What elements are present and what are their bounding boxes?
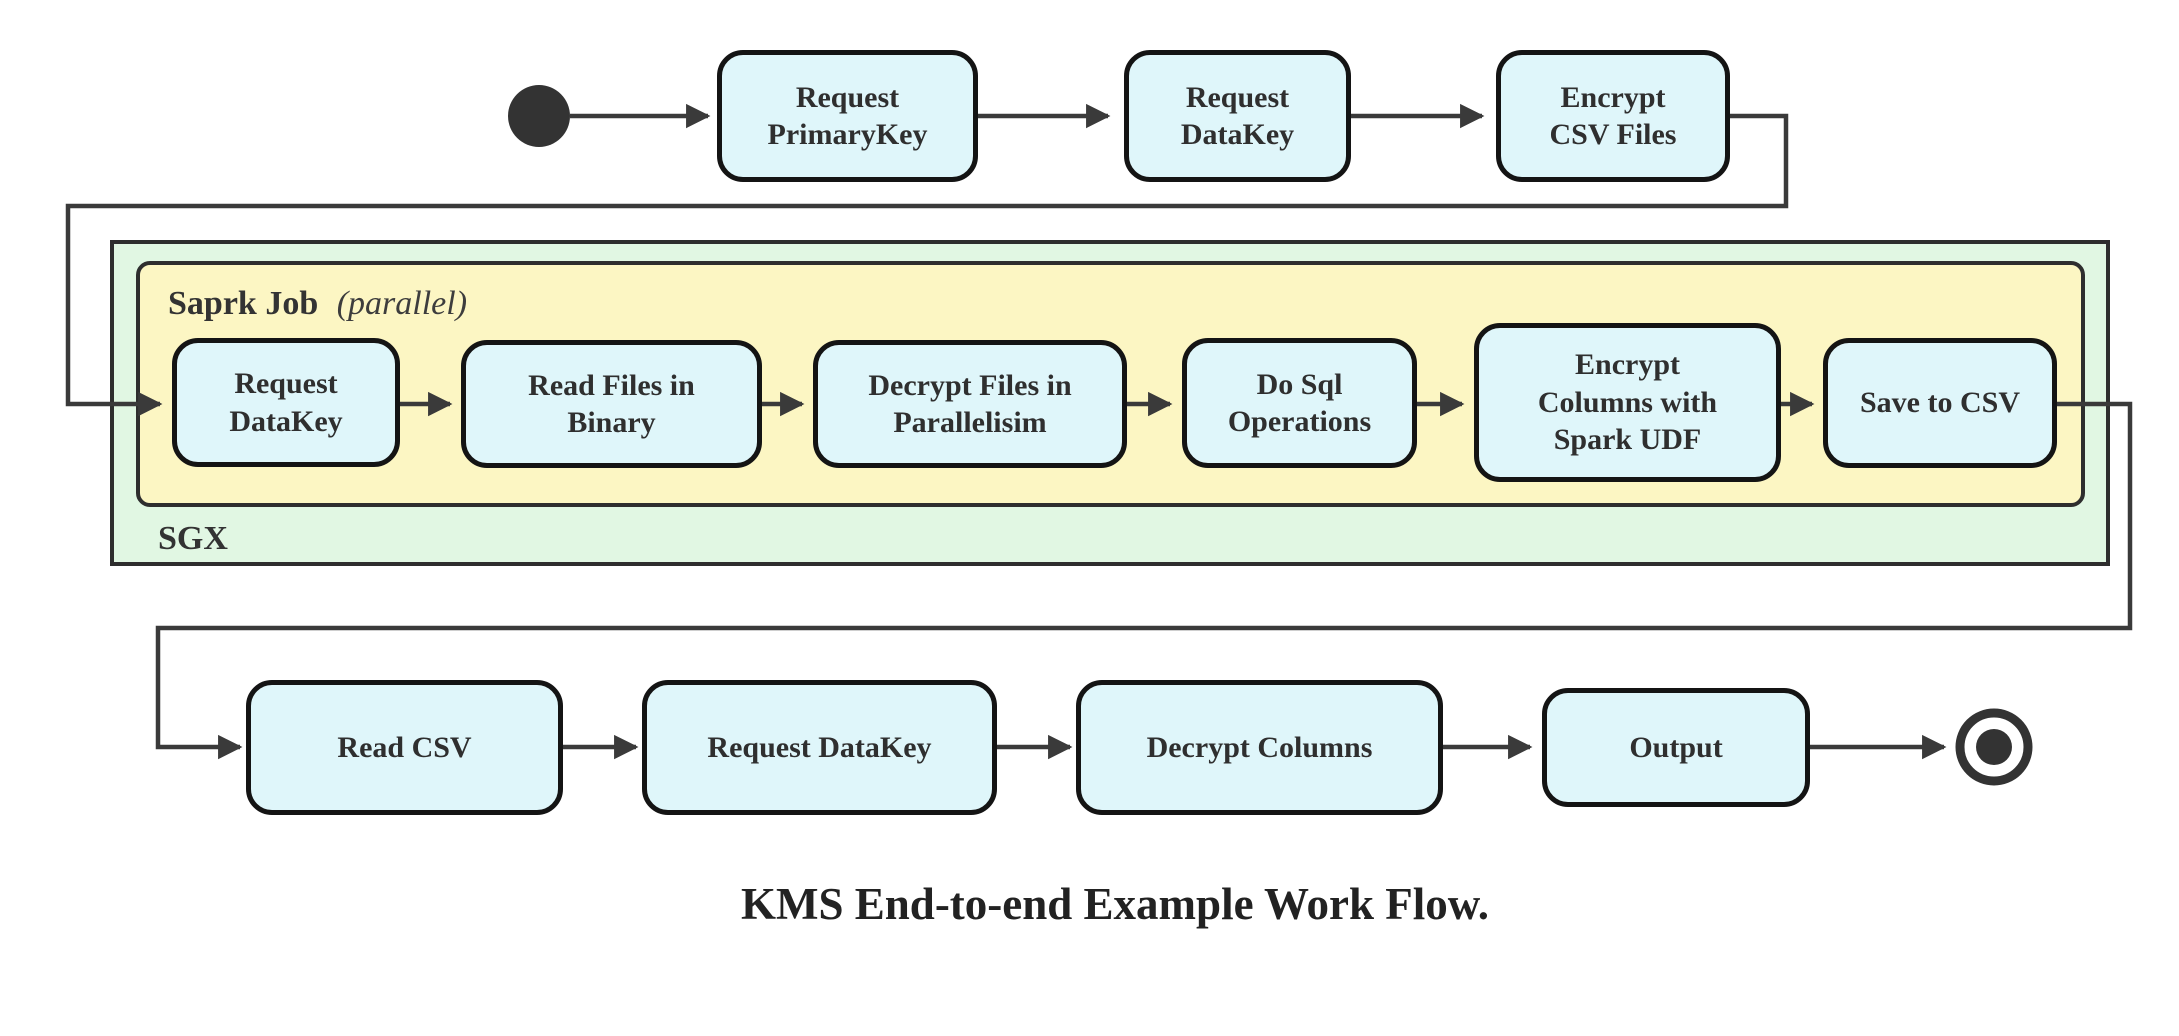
sgx-container-label: SGX xyxy=(158,520,228,557)
node-request-datakey-bottom: Request DataKey xyxy=(642,680,997,815)
node-output: Output xyxy=(1542,688,1810,807)
node-encrypt-csv-files: Encrypt CSV Files xyxy=(1496,50,1730,182)
node-request-datakey-sgx: Request DataKey xyxy=(172,338,400,467)
diagram-title: KMS End-to-end Example Work Flow. xyxy=(740,879,1490,929)
node-read-files-in-binary: Read Files in Binary xyxy=(461,340,762,468)
spark-job-label-text: Saprk Job xyxy=(168,285,319,322)
node-request-datakey-top: Request DataKey xyxy=(1124,50,1351,182)
node-do-sql-operations: Do Sql Operations xyxy=(1182,338,1417,468)
connector-save-csv-to-read-csv xyxy=(155,401,2133,760)
final-node-icon xyxy=(1955,708,2033,786)
node-encrypt-columns-with-spark-udf: Encrypt Columns with Spark UDF xyxy=(1474,323,1781,482)
node-decrypt-columns: Decrypt Columns xyxy=(1076,680,1443,815)
connector-encrypt-csv-to-sgx-request-datakey xyxy=(65,113,1789,417)
initial-node-icon xyxy=(508,85,570,147)
spark-job-parallel-qualifier: (parallel) xyxy=(336,285,468,322)
spark-job-label: Saprk Job (parallel) xyxy=(168,285,467,323)
node-read-csv: Read CSV xyxy=(246,680,563,815)
node-request-primarykey: Request PrimaryKey xyxy=(717,50,978,182)
node-save-to-csv: Save to CSV xyxy=(1823,338,2057,468)
node-decrypt-files-in-parallelisim: Decrypt Files in Parallelisim xyxy=(813,340,1127,468)
